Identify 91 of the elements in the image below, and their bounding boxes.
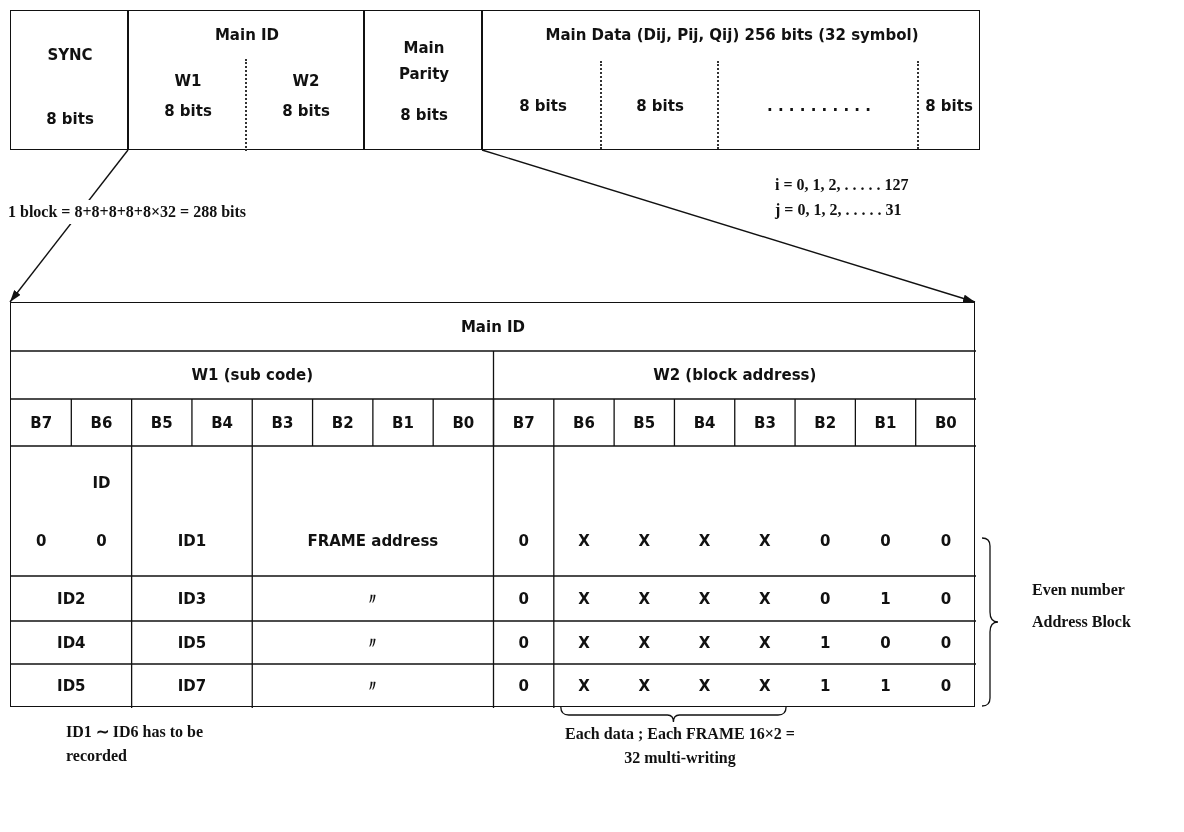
cell-value: ID5 [177, 634, 207, 652]
bit-label: B7 [512, 414, 535, 432]
cell-value: 0 [940, 634, 952, 652]
bit-label: B0 [934, 414, 957, 432]
cell-value: 1 [820, 677, 831, 695]
cell-value: X [759, 532, 771, 550]
cell-value: 0 [820, 532, 831, 550]
bit-table [10, 302, 975, 707]
bit-label: B4 [693, 414, 716, 432]
column-header: W1 (sub code) [191, 366, 314, 384]
bit-label: B2 [814, 414, 837, 432]
field-name: Main Parity [397, 38, 451, 85]
field-name: Main Data (Dij, Pij, Qij) 256 bits (32 symbol) [545, 26, 919, 44]
bit-label: B1 [874, 414, 897, 432]
cell-value: ID2 [57, 590, 86, 608]
bit-label: B5 [150, 414, 173, 432]
cell-value: 0 [518, 634, 529, 652]
column-header: W2 (block address) [653, 366, 817, 384]
bit-label: B0 [452, 414, 475, 432]
cell-value: 〃 [365, 634, 381, 652]
cell-value: 0 [35, 532, 47, 550]
cell-value: X [759, 634, 771, 652]
cell-value: 0 [518, 590, 529, 608]
cell-value: 1 [880, 590, 891, 608]
cell-value: X [698, 634, 711, 652]
bit-count: 8 bits [282, 102, 330, 120]
cell-value: X [578, 532, 590, 550]
bit-count: 8 bits [46, 110, 94, 128]
bit-label: B3 [753, 414, 776, 432]
cell-value: X [759, 677, 771, 695]
bit-label: B4 [211, 414, 234, 432]
field-name: SYNC [47, 46, 93, 64]
bit-label: B6 [90, 414, 113, 432]
note: ID1 ∼ ID6 has to be recorded [66, 722, 204, 766]
frame-field [364, 10, 482, 150]
bit-count: 8 bits [400, 106, 448, 124]
arrow [481, 149, 976, 303]
field-name: 8 bits [925, 97, 973, 115]
cell-value: 1 [820, 634, 831, 652]
frame-field [128, 10, 364, 150]
field-name: W1 [174, 72, 202, 90]
cell-value: 1 [880, 677, 891, 695]
bit-label: B3 [271, 414, 294, 432]
cell-value: ID3 [177, 590, 207, 608]
cell-value: X [638, 634, 651, 652]
bit-label: B5 [633, 414, 656, 432]
index-range: i = 0, 1, 2, . . . . . 127 [775, 175, 909, 195]
cell-value: X [638, 590, 651, 608]
cell-value: X [638, 677, 651, 695]
brace-note: Even number Address Block [1032, 580, 1132, 632]
bit-label: B2 [331, 414, 354, 432]
cell-value: 0 [820, 590, 831, 608]
cell-value: 0 [940, 590, 952, 608]
note: Each data ; Each FRAME 16×2 = 32 multi-writing [564, 724, 796, 769]
bit-label: B7 [30, 414, 53, 432]
cell-value: FRAME address [307, 532, 439, 550]
cell-value: 0 [940, 532, 952, 550]
cell-value: X [698, 532, 711, 550]
cell-value: X [698, 590, 711, 608]
frame-field [10, 10, 128, 150]
field-name: 8 bits [636, 97, 684, 115]
field-name: Main ID [460, 318, 526, 336]
bit-label: B6 [573, 414, 595, 432]
index-range: j = 0, 1, 2, . . . . . 31 [775, 200, 902, 221]
field-name: W2 [292, 72, 320, 90]
cell-value: 0 [96, 532, 107, 550]
bit-count: 8 bits [164, 102, 212, 120]
edge-label: 1 block = 8+8+8+8+8×32 = 288 bits [6, 200, 249, 224]
cell-value: ID1 [177, 532, 207, 550]
cell-value: X [578, 590, 590, 608]
field-name: 8 bits [519, 97, 567, 115]
cell-value: 〃 [365, 677, 381, 695]
cell-value: X [698, 677, 711, 695]
field-name: . . . . . . . . . . [767, 97, 871, 115]
cell-value: 0 [940, 677, 952, 695]
cell-value: 0 [518, 532, 529, 550]
cell-value: 0 [880, 634, 891, 652]
cell-value: ID4 [57, 634, 86, 652]
cell-value: X [578, 677, 590, 695]
cell-value: 〃 [365, 590, 381, 608]
cell-value: ID [92, 474, 111, 492]
cell-value: 0 [518, 677, 529, 695]
frame-field [482, 10, 980, 150]
cell-value: ID7 [177, 677, 207, 695]
cell-value: X [759, 590, 771, 608]
cell-value: 0 [880, 532, 891, 550]
cell-value: X [578, 634, 590, 652]
cell-value: X [638, 532, 651, 550]
cell-value: ID5 [57, 677, 86, 695]
field-name: Main ID [214, 26, 280, 44]
bit-label: B1 [392, 414, 414, 432]
